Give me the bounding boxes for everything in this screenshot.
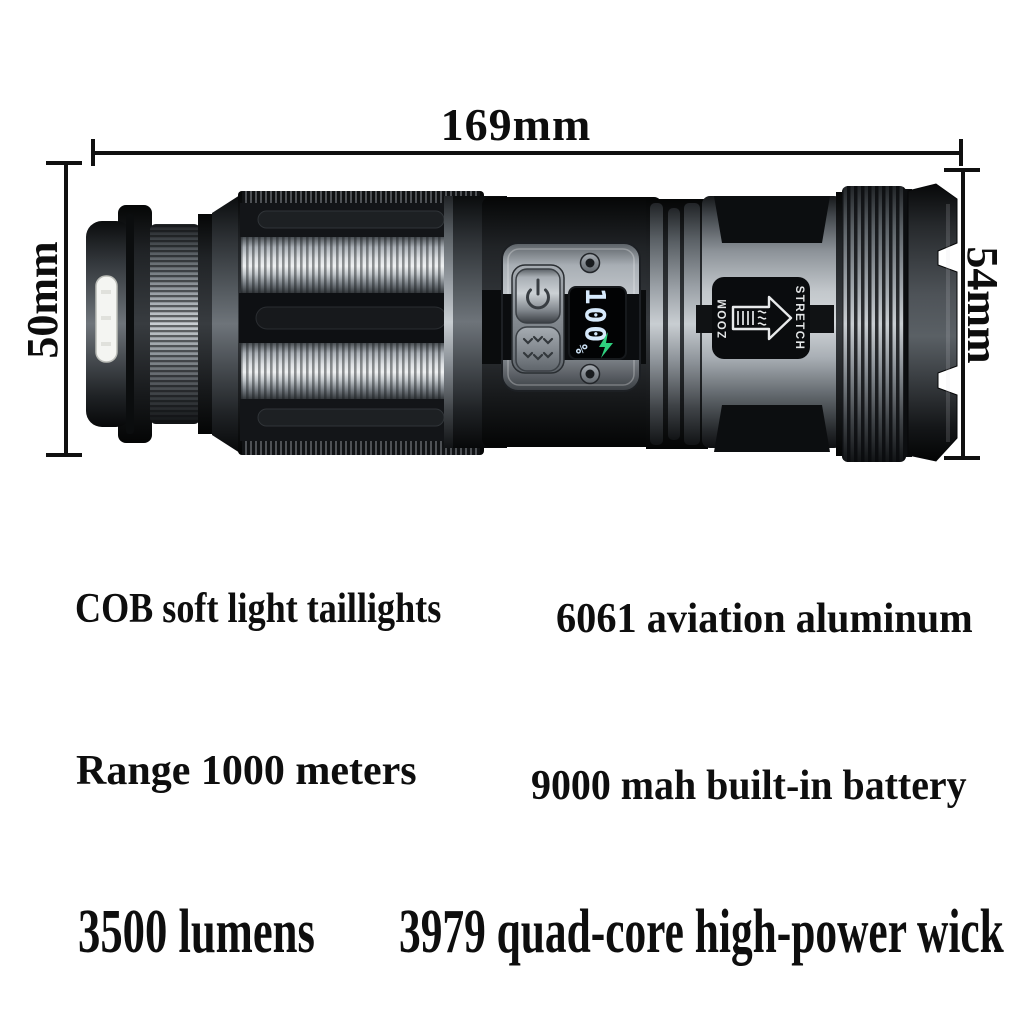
- length-dimension-cap-right: [959, 139, 963, 166]
- charging-bolt-icon: [599, 332, 613, 358]
- head-knurl-ring: [836, 186, 906, 462]
- head-diameter-label: 54mm: [958, 246, 1007, 364]
- stretch-text: STRETCH: [793, 286, 805, 351]
- feature-cob-taillight: COB soft light taillights: [75, 586, 442, 632]
- power-icon: [526, 278, 550, 310]
- stretch-arrow-icon: [731, 295, 793, 341]
- feature-range: Range 1000 meters: [76, 748, 417, 794]
- length-dimension-cap-left: [91, 139, 95, 166]
- head-diameter-line: [961, 170, 965, 458]
- feature-wick: 3979 quad-core high-power wick: [399, 898, 1004, 966]
- battery-display: 100 %: [568, 286, 627, 360]
- head-diameter-cap-top: [944, 168, 980, 172]
- bezel: [904, 183, 958, 462]
- head-barrel: ZOOM STRETCH: [696, 183, 958, 462]
- feature-lumens: 3500 lumens: [78, 898, 315, 966]
- feature-battery: 9000 mah built-in battery: [531, 763, 967, 809]
- zoom-stretch-label: ZOOM STRETCH: [712, 277, 810, 359]
- screw-icon: [579, 252, 601, 274]
- tail-diameter-cap-bottom: [46, 453, 82, 457]
- tail-diameter-label: 50mm: [18, 241, 67, 359]
- body-grip: [238, 191, 484, 455]
- zoom-text: ZOOM: [717, 298, 729, 339]
- control-panel: 100 %: [444, 196, 664, 448]
- tail-diameter-cap-top: [46, 161, 82, 165]
- mode-button: [515, 326, 561, 372]
- length-dimension-label: 169mm: [440, 99, 592, 150]
- mode-icon: [522, 335, 554, 361]
- tail-diameter-line: [64, 163, 68, 455]
- neck-rings: [646, 199, 708, 449]
- power-button: [515, 268, 561, 324]
- head-diameter-cap-bottom: [944, 456, 980, 460]
- tail-cap: [86, 195, 240, 453]
- tail-knurl-ring: [150, 224, 200, 424]
- screw-icon: [579, 363, 601, 385]
- cob-taillight-strip: [95, 275, 118, 363]
- feature-aviation-aluminum: 6061 aviation aluminum: [556, 596, 973, 642]
- percent-sign: %: [572, 344, 591, 354]
- length-dimension-line: [93, 151, 961, 155]
